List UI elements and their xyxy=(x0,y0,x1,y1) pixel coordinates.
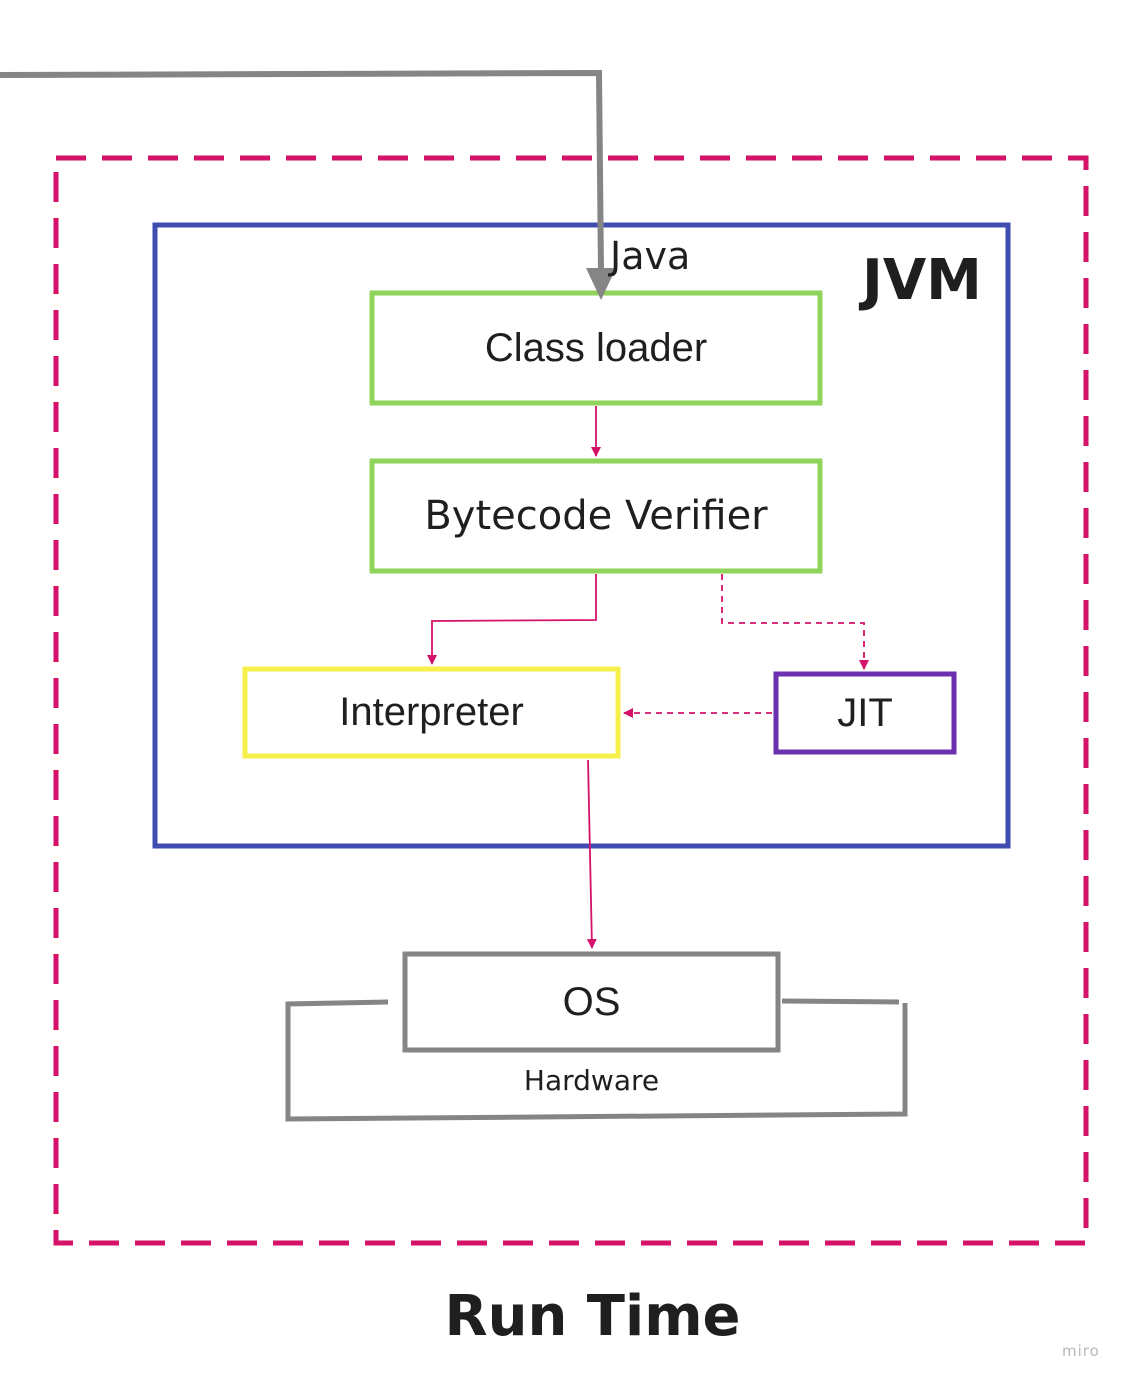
java-label: Java xyxy=(610,234,691,278)
runtime-boundary xyxy=(53,155,1089,1246)
hardware-bracket-right-top xyxy=(781,998,900,1005)
edge-verifier-jit xyxy=(721,574,869,670)
run-time-label: Run Time xyxy=(444,1283,741,1349)
jvm-label: JVM xyxy=(862,247,982,313)
edge-verifier-interpreter xyxy=(427,574,597,665)
hardware-label: Hardware xyxy=(523,1063,660,1097)
interpreter-box xyxy=(242,666,621,759)
os-box xyxy=(402,951,781,1053)
class-loader-label: Class loader xyxy=(484,325,708,370)
jvm-box xyxy=(152,222,1011,849)
jit-label: JIT xyxy=(837,690,893,735)
interpreter-label: Interpreter xyxy=(339,690,524,734)
bytecode-verifier-label: Bytecode Verifier xyxy=(424,493,768,539)
jit-box xyxy=(773,671,957,755)
class-loader-box xyxy=(369,290,823,406)
miro-watermark: miro xyxy=(1062,1342,1100,1360)
os-label: OS xyxy=(562,979,621,1024)
source-arrowhead xyxy=(586,268,616,300)
edge-interpreter-os xyxy=(586,759,597,949)
bytecode-verifier-box xyxy=(369,458,823,574)
source-connector xyxy=(0,69,604,273)
hardware-bracket xyxy=(285,999,908,1122)
